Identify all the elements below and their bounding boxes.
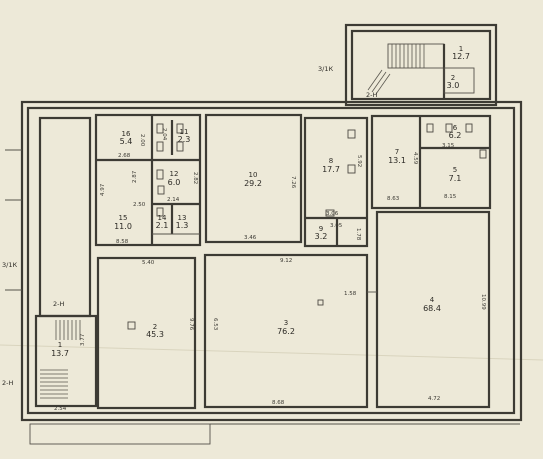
dimension: 8.15: [444, 194, 457, 200]
room-area: 45.3: [146, 330, 164, 339]
dimension: 2.54: [54, 406, 67, 412]
dimension: 4.72: [428, 396, 440, 402]
toilet-icon: [156, 123, 164, 134]
dimension: 2.68: [118, 153, 131, 159]
dimension: 4.97: [100, 183, 106, 196]
dimension: 2.04: [161, 128, 167, 141]
annotations: 3/1К 3/1К 2-Н 2-Н 2-Н: [2, 65, 377, 387]
room-area: 29.2: [244, 179, 262, 188]
room-area: 68.4: [423, 304, 441, 313]
dimension: 8.63: [387, 196, 400, 202]
column-icon: [317, 299, 324, 306]
room-area: 13.1: [388, 156, 406, 165]
dimension: 8.68: [272, 400, 285, 406]
toilet-icon: [176, 123, 184, 134]
dimension: 2.14: [167, 197, 180, 203]
top-stair: [367, 43, 475, 99]
room-number: 11: [180, 128, 189, 136]
sink-icon: [479, 149, 487, 159]
dimension: 2.87: [132, 170, 138, 183]
dimension: 1.78: [355, 228, 361, 241]
stair-label: 2-Н: [2, 379, 13, 387]
sink-icon: [325, 209, 335, 217]
room-area: 11.0: [114, 222, 132, 231]
fixtures: [127, 123, 487, 330]
room-area: 3.0: [447, 81, 460, 90]
stair-label: 2-Н: [366, 91, 377, 99]
room-area: 1.3: [176, 221, 189, 230]
toilet-icon: [445, 123, 453, 133]
room-number: 9: [319, 225, 323, 233]
dimension: 2.00: [139, 134, 145, 147]
dimension: 5.40: [142, 260, 155, 266]
left-corridor: [34, 116, 98, 408]
dimension: 2.82: [192, 172, 198, 184]
room-number: 10: [249, 171, 258, 179]
room-area: 76.2: [277, 327, 295, 336]
dimension-labels: 2.68 2.00 2.04 4.97 2.87 2.82 2.50 2.14 …: [54, 128, 486, 412]
dimension: 4.59: [412, 152, 418, 165]
room-area: 5.4: [120, 137, 133, 146]
toilet-icon: [426, 123, 434, 133]
dimension: 8.58: [116, 239, 129, 245]
column-icon: [127, 321, 136, 330]
toilet-icon: [156, 141, 164, 152]
dimension: 5.92: [356, 155, 362, 167]
dimension: 9.12: [280, 258, 292, 264]
sink-icon: [157, 185, 165, 195]
room-number: 12: [170, 170, 179, 178]
room-number: 5: [453, 166, 457, 174]
outer-walls: [5, 23, 523, 445]
toilet-icon: [156, 169, 164, 180]
room-area: 13.7: [51, 349, 69, 358]
entrance-label: 3/1К: [318, 65, 333, 73]
sink-icon: [156, 207, 164, 217]
room-area: 2.1: [156, 221, 169, 230]
dimension: 3.06: [326, 211, 339, 217]
room-number: 1: [58, 341, 62, 349]
stair-label: 2-Н: [53, 300, 64, 308]
inner-walls: [94, 113, 492, 410]
sink-icon: [347, 164, 356, 174]
room-area: 6.2: [449, 131, 462, 140]
stair-left-hatch: [40, 320, 81, 399]
dimension: 1.58: [344, 291, 357, 297]
room-number: 2: [153, 323, 157, 331]
room-labels: 16 5.4 11 2.3 10 29.2 8 17.7 7 13.1 6 6.…: [51, 45, 470, 358]
paper-fold: [0, 344, 543, 361]
toilet-icon: [465, 123, 473, 133]
room-area: 3.2: [315, 232, 328, 241]
room-number: 3: [284, 319, 288, 327]
toilet-icon: [176, 141, 184, 152]
dimension: 3.46: [244, 235, 257, 241]
room-number: 4: [430, 296, 435, 304]
dimension: 10.99: [480, 294, 486, 310]
dimension: 3.77: [80, 333, 86, 346]
room-area: 7.1: [449, 174, 462, 183]
room-number: 1: [459, 45, 463, 53]
room-number: 7: [395, 148, 399, 156]
room-number: 16: [122, 130, 131, 138]
dimension: 3.05: [330, 223, 343, 229]
room-number: 13: [178, 214, 187, 222]
room-number: 2: [451, 74, 455, 82]
room-area: 17.7: [322, 165, 340, 174]
dimension: 2.50: [133, 202, 146, 208]
dimension: 3.15: [442, 143, 455, 149]
room-number: 8: [329, 157, 333, 165]
room-area: 6.0: [168, 178, 181, 187]
room-number: 14: [158, 214, 167, 222]
dimension: 6.53: [212, 318, 218, 331]
room-number: 15: [119, 214, 128, 222]
room-number: 6: [453, 124, 458, 132]
entrance-label: 3/1К: [2, 261, 17, 269]
sink-icon: [347, 129, 356, 139]
dimension: 7.26: [290, 176, 296, 189]
dimension: 9.76: [188, 318, 194, 331]
room-area: 12.7: [452, 52, 470, 61]
room-area: 2.3: [178, 135, 191, 144]
